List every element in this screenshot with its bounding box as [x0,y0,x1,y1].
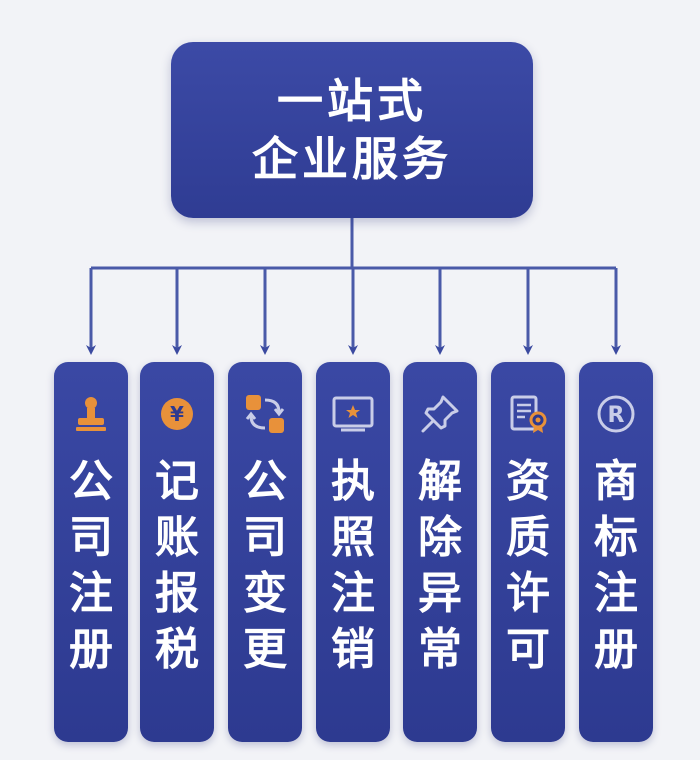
service-card-1[interactable]: 公司注册 [54,362,128,742]
svg-text:¥: ¥ [170,402,184,426]
root-title-line2: 企业服务 [252,132,452,186]
service-card-2[interactable]: ¥ 记账报税 [140,362,214,742]
yen-coin-icon: ¥ [155,392,199,436]
license-frame-icon [331,392,375,436]
root-title-line1: 一站式 [277,74,427,128]
service-card-6[interactable]: 资质许可 [491,362,565,742]
service-label: 资质许可 [506,456,550,675]
service-label: 记账报税 [155,456,199,675]
registered-trademark-icon: R [594,392,638,436]
service-label: 公司变更 [243,456,287,675]
service-label: 解除异常 [418,456,462,675]
svg-text:R: R [608,403,625,428]
change-arrows-icon [243,392,287,436]
service-label: 公司注册 [69,456,113,675]
pushpin-icon [418,392,462,436]
certificate-icon [506,392,550,436]
service-card-3[interactable]: 公司变更 [228,362,302,742]
service-card-5[interactable]: 解除异常 [403,362,477,742]
service-card-4[interactable]: 执照注销 [316,362,390,742]
root-node: 一站式 企业服务 [171,42,533,218]
service-label: 执照注销 [331,456,375,675]
service-label: 商标注册 [594,456,638,675]
stamp-icon [69,392,113,436]
service-card-7[interactable]: R 商标注册 [579,362,653,742]
